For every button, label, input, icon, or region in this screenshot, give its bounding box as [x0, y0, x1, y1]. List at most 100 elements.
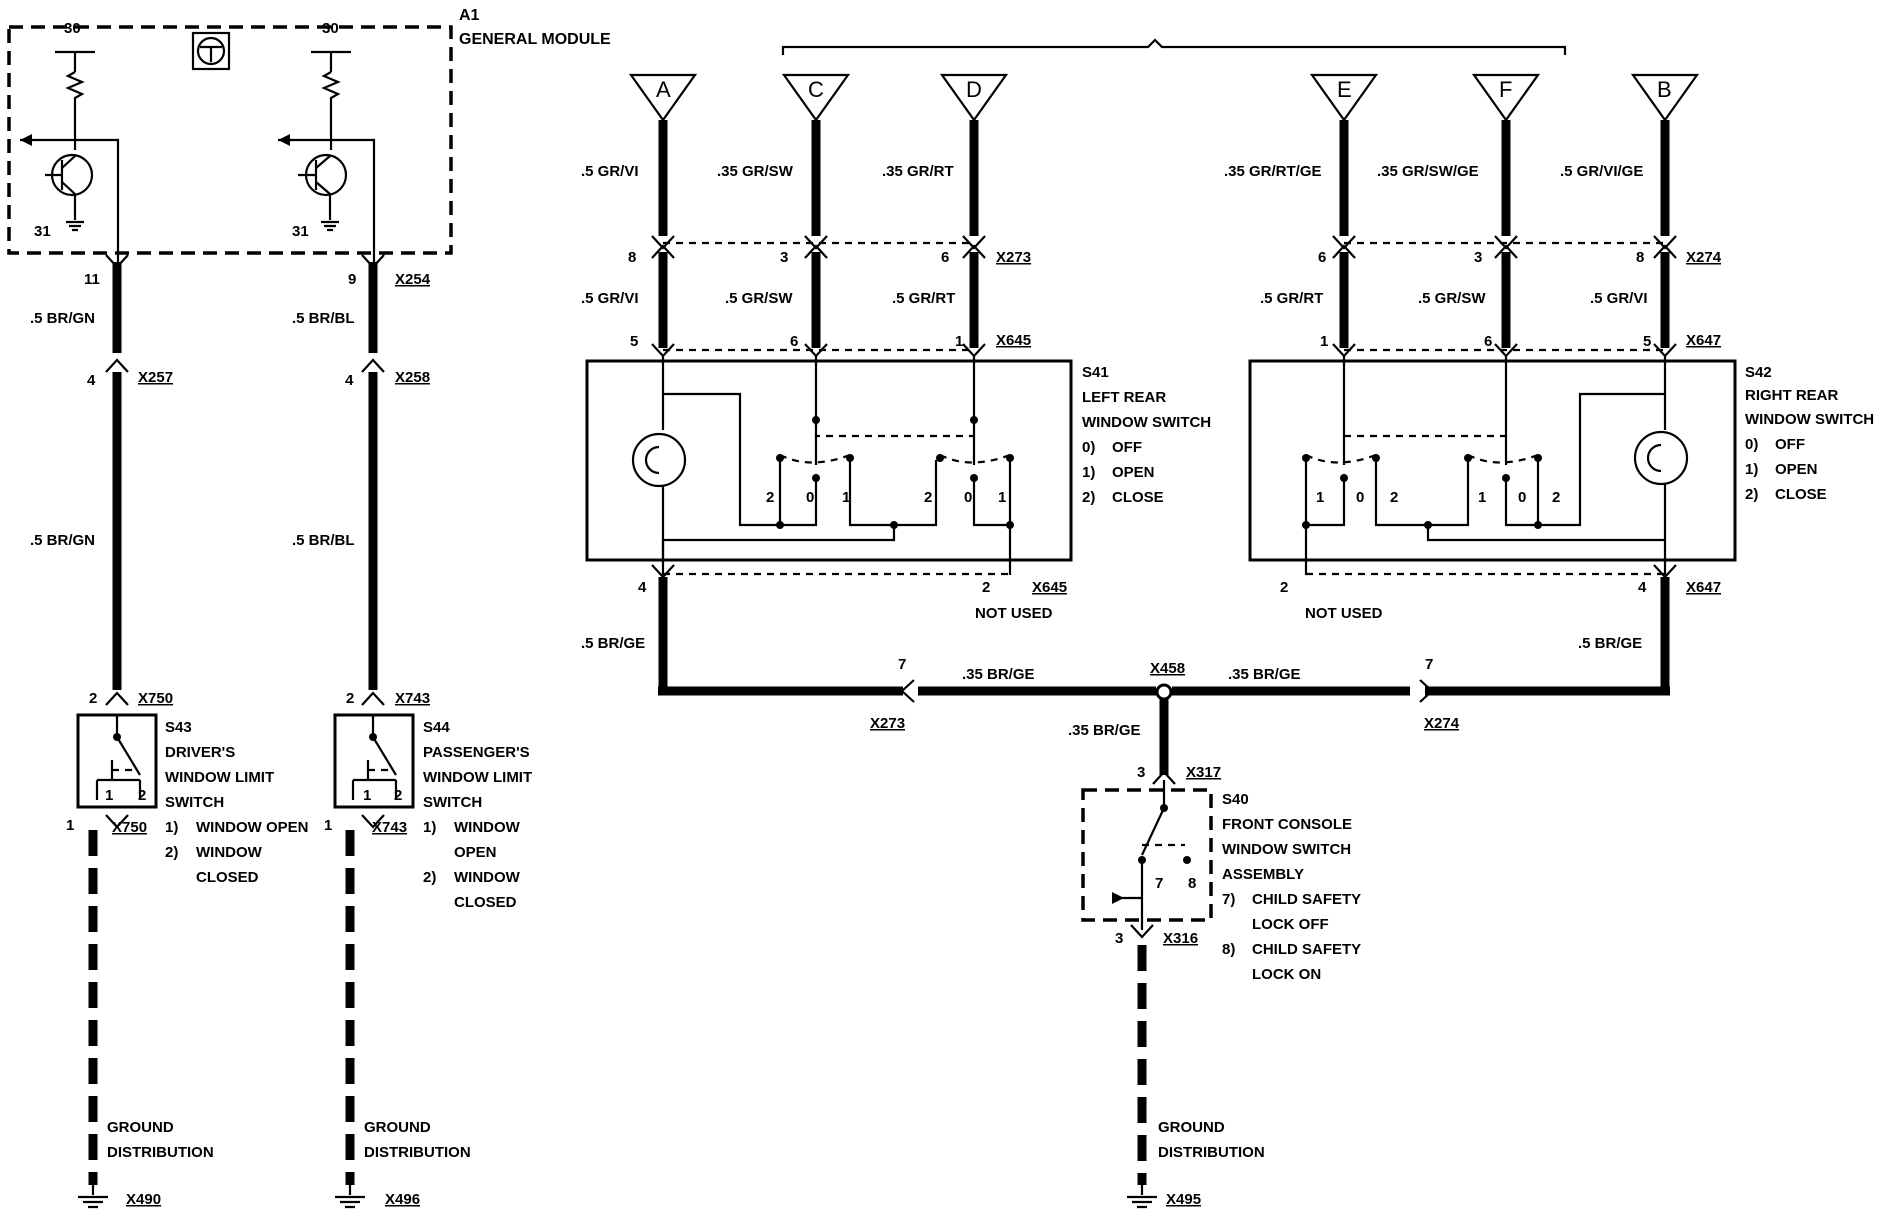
label-connectors-x254-pin11: 11: [84, 271, 100, 288]
switch-s40: .35 BR/GE 3 X317 7 8 3 X316 S40 FRONT CO…: [1068, 699, 1361, 983]
label-s44-o1t2: OPEN: [454, 844, 497, 861]
label-wires-br-ge-35-left: .35 BR/GE: [962, 666, 1035, 683]
label-s41-c1a: 1: [842, 489, 850, 506]
lamp-icon: [1633, 430, 1689, 486]
label-connectors-x743-bottom-pin: 1: [324, 817, 332, 834]
connector-x750-bottom: X750: [112, 819, 147, 836]
label-ground-right2: DISTRIBUTION: [1158, 1144, 1265, 1161]
label-s40-line2: WINDOW SWITCH: [1222, 841, 1351, 858]
label-s44-c2: 2: [394, 787, 402, 804]
terminal-a: A: [628, 73, 698, 122]
label-pins-x273-d: 6: [941, 249, 949, 266]
label-terminals-f: F: [1499, 77, 1512, 102]
label-s44-line3: SWITCH: [423, 794, 482, 811]
terminal-e: E: [1309, 73, 1379, 122]
label-s41-c1b: 1: [998, 489, 1006, 506]
label-wires-c-gr-sw: .35 GR/SW: [717, 163, 794, 180]
label-s40-o8t2: LOCK ON: [1252, 966, 1321, 983]
label-s42-line2: WINDOW SWITCH: [1745, 411, 1874, 428]
label-s40-o7: 7): [1222, 891, 1235, 908]
bottom-bus: .5 BR/GE .5 BR/GE 7 .35 BR/GE X458 .35 B…: [581, 577, 1670, 732]
label-wires-r-gr-sw: .5 GR/SW: [1418, 290, 1486, 307]
connector-x645-top: X645: [996, 332, 1031, 349]
label-not-used-right: NOT USED: [1305, 605, 1383, 622]
label-wires-br-ge-35-right: .35 BR/GE: [1228, 666, 1301, 683]
label-s43-line1: DRIVER'S: [165, 744, 235, 761]
upper-wires: .5 GR/VI .35 GR/SW .35 GR/RT .35 GR/RT/G…: [581, 120, 1722, 358]
label-s42-c1b: 1: [1478, 489, 1486, 506]
label-s42-p1: 1): [1745, 461, 1758, 478]
terminal-f: F: [1471, 73, 1541, 122]
lamp-icon: [631, 432, 687, 488]
label-pins-x273-c: 3: [780, 249, 788, 266]
label-s41-p0: 0): [1082, 439, 1095, 456]
label-s40-ref: S40: [1222, 791, 1249, 808]
connector-x273-bus: X273: [870, 715, 905, 732]
label-s43-o2t: WINDOW: [196, 844, 263, 861]
label-module-pin-right-bottom: 31: [292, 223, 309, 240]
label-s41-line1: LEFT REAR: [1082, 389, 1166, 406]
label-s44-c1: 1: [363, 787, 371, 804]
label-s41-p1: 1): [1082, 464, 1095, 481]
lower-connectors: 4 2 X645 NOT USED 2 4 X647 NOT USED: [638, 564, 1721, 622]
label-connectors-x317-pin: 3: [1137, 764, 1145, 781]
label-s43-c2: 2: [138, 787, 146, 804]
label-wires-r-gr-vi: .5 GR/VI: [1590, 290, 1648, 307]
connector-x647-top: X647: [1686, 332, 1721, 349]
connector-x645-bottom: X645: [1032, 579, 1067, 596]
label-s41-c0b: 0: [964, 489, 972, 506]
label-pins-x645-c: 6: [790, 333, 798, 350]
connector-x254: X254: [395, 271, 431, 288]
label-s42-ref: S42: [1745, 364, 1772, 381]
label-s40-line1: FRONT CONSOLE: [1222, 816, 1352, 833]
label-module-pin-left-bottom: 31: [34, 223, 51, 240]
label-s42-p2: 2): [1745, 486, 1758, 503]
ground-left: GROUND DISTRIBUTION X490: [78, 830, 214, 1209]
label-connectors-x254-pin9: 9: [348, 271, 356, 288]
label-terminals-b: B: [1657, 77, 1672, 102]
label-s43-c1: 1: [105, 787, 113, 804]
ground-right: GROUND DISTRIBUTION X495: [1127, 945, 1265, 1209]
label-connectors-x257-pin: 4: [87, 372, 96, 389]
label-s40-line3: ASSEMBLY: [1222, 866, 1304, 883]
connector-x258: X258: [395, 369, 430, 386]
switch-s44: 1 2 S44 PASSENGER'S WINDOW LIMIT SWITCH …: [324, 713, 532, 911]
label-s43-o2t2: CLOSED: [196, 869, 259, 886]
module-name: GENERAL MODULE: [459, 31, 611, 48]
label-pins-x645-d: 1: [955, 333, 963, 350]
switch-s41: 2 0 1 2 0 1 S41 LEFT REAR WINDOW SWITCH …: [585, 356, 1211, 575]
label-ground-mid2: DISTRIBUTION: [364, 1144, 471, 1161]
ground-x490: X490: [126, 1191, 161, 1208]
label-pins-x647-b: 5: [1643, 333, 1651, 350]
label-s44-o2: 2): [423, 869, 436, 886]
connector-x317: X317: [1186, 764, 1221, 781]
label-wires-l-gr-rt: .5 GR/RT: [892, 290, 955, 307]
label-module-pin-right-top: 30: [322, 20, 339, 37]
label-terminals-e: E: [1337, 77, 1352, 102]
label-s41-ref: S41: [1082, 364, 1109, 381]
label-module-pin-left-top: 30: [64, 20, 81, 37]
label-wires-br-bl-top: .5 BR/BL: [292, 310, 355, 327]
label-pins-x273-a: 8: [628, 249, 636, 266]
label-s40-o7t2: LOCK OFF: [1252, 916, 1329, 933]
label-wires-a-gr-vi: .5 GR/VI: [581, 163, 639, 180]
group-brace: [781, 38, 1567, 55]
label-connectors-x743-top-pin: 2: [346, 690, 354, 707]
label-s44-o1: 1): [423, 819, 436, 836]
label-pins-x647-4: 4: [1638, 579, 1647, 596]
label-s41-c2a: 2: [766, 489, 774, 506]
left-wire-br-gn: 11 .5 BR/GN 4 X257 .5 BR/GN 2 X750: [30, 254, 173, 707]
label-s41-line2: WINDOW SWITCH: [1082, 414, 1211, 431]
label-not-used-left: NOT USED: [975, 605, 1053, 622]
connector-x257: X257: [138, 369, 173, 386]
transistor-right-icon: 30 31: [278, 20, 376, 262]
connector-x316: X316: [1163, 930, 1198, 947]
label-wires-br-ge-right: .5 BR/GE: [1578, 635, 1642, 652]
label-s43-o1: 1): [165, 819, 178, 836]
label-s43-line2: WINDOW LIMIT: [165, 769, 274, 786]
label-s44-o1t: WINDOW: [454, 819, 521, 836]
label-pins-x274-e: 6: [1318, 249, 1326, 266]
label-terminals-c: C: [808, 77, 824, 102]
label-s42-p1t: OPEN: [1775, 461, 1818, 478]
